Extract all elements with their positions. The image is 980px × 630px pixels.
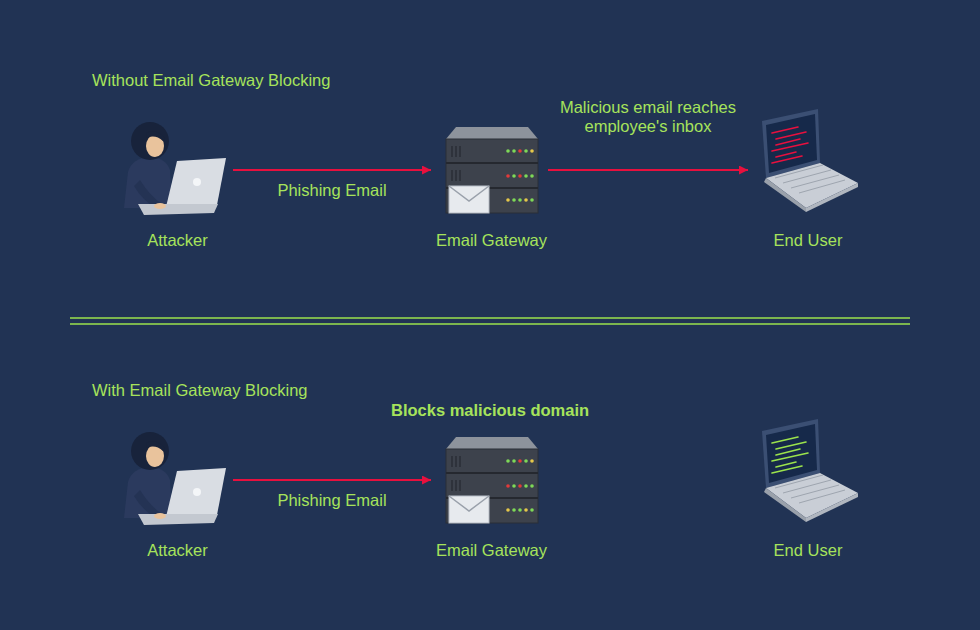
- server-stack: [446, 127, 538, 213]
- node-label: Attacker: [147, 230, 208, 250]
- screen-code: [772, 437, 808, 473]
- attacker-figure: [124, 432, 226, 525]
- code-line: [772, 466, 802, 473]
- node-label: Email Gateway: [436, 540, 547, 560]
- server-stack: [446, 437, 538, 523]
- lower-scene: [124, 419, 858, 525]
- flow-arrow: [233, 169, 431, 171]
- code-line: [776, 152, 796, 157]
- icon-node: End User: [755, 430, 861, 562]
- section-heading: Without Email Gateway Blocking: [92, 70, 330, 90]
- icon-node: Attacker: [125, 120, 230, 252]
- node-label: Attacker: [147, 540, 208, 560]
- divider-line: [70, 317, 910, 319]
- laptop: [762, 419, 858, 522]
- node-label: End User: [774, 540, 843, 560]
- flow-arrow: [548, 169, 748, 171]
- status-note: Blocks malicious domain: [391, 400, 589, 420]
- code-line: [772, 156, 802, 163]
- divider-line: [70, 323, 910, 325]
- code-line: [776, 449, 800, 455]
- edge-label: Malicious email reaches employee's inbox: [538, 98, 758, 136]
- code-line: [772, 437, 798, 443]
- code-line: [772, 453, 808, 461]
- icon-node: Email Gateway: [438, 430, 545, 562]
- icon-node: Attacker: [125, 430, 230, 562]
- code-line: [776, 442, 806, 449]
- flow-arrow: [233, 479, 431, 481]
- screen-code: [772, 127, 808, 163]
- code-line: [772, 127, 798, 133]
- icon-node: End User: [755, 120, 861, 252]
- node-label: End User: [774, 230, 843, 250]
- attacker-figure: [124, 122, 226, 215]
- node-label: Email Gateway: [436, 230, 547, 250]
- section-heading: With Email Gateway Blocking: [92, 380, 308, 400]
- code-line: [776, 139, 800, 145]
- edge-label: Phishing Email: [222, 491, 442, 510]
- icon-node: Email Gateway: [438, 120, 545, 252]
- code-line: [772, 143, 808, 151]
- edge-label: Phishing Email: [222, 181, 442, 200]
- laptop: [762, 109, 858, 212]
- code-line: [776, 462, 796, 467]
- code-line: [776, 132, 806, 139]
